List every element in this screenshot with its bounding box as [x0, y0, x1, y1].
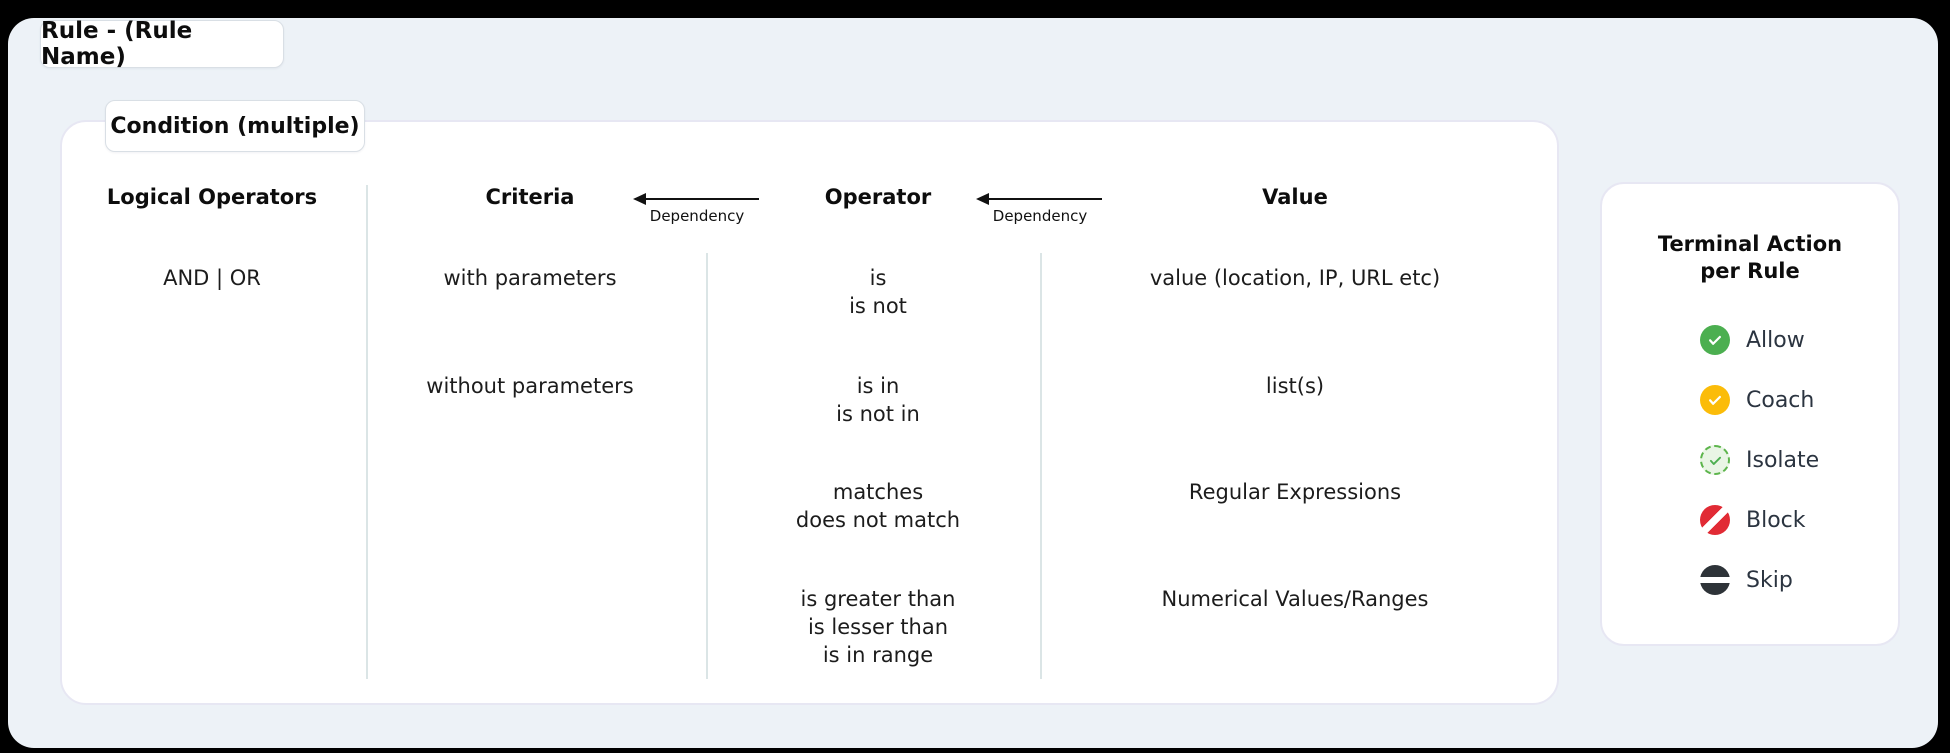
terminal-action-allow: Allow — [1700, 325, 1819, 355]
column-header-logical-operators: Logical Operators — [106, 185, 318, 209]
condition-badge-label: Condition (multiple) — [110, 113, 360, 139]
column-divider — [706, 253, 708, 679]
terminal-action-panel: Terminal Action per Rule Allow Coach Iso… — [1600, 182, 1900, 646]
condition-panel: Logical Operators Criteria Operator Valu… — [60, 120, 1559, 705]
value-item: list(s) — [1265, 374, 1325, 398]
operator-item: matches does not match — [795, 480, 961, 532]
column-divider — [366, 185, 368, 679]
criteria-item: without parameters — [426, 374, 634, 398]
column-header-value: Value — [1262, 185, 1328, 209]
terminal-action-label: Allow — [1746, 327, 1805, 353]
check-circle-amber-icon — [1700, 385, 1730, 415]
left-arrow-icon — [976, 193, 1102, 205]
value-item: Regular Expressions — [1188, 480, 1402, 504]
check-circle-green-icon — [1700, 325, 1730, 355]
value-item: Numerical Values/Ranges — [1161, 587, 1429, 611]
terminal-action-skip: Skip — [1700, 565, 1819, 595]
column-header-operator: Operator — [824, 185, 932, 209]
criteria-item: with parameters — [443, 266, 617, 290]
terminal-action-isolate: Isolate — [1700, 445, 1819, 475]
terminal-action-label: Skip — [1746, 567, 1793, 593]
slash-circle-red-icon — [1700, 505, 1730, 535]
column-divider — [1040, 253, 1042, 679]
diagram-canvas: Rule - (Rule Name) Condition (multiple) … — [8, 18, 1938, 748]
terminal-action-list: Allow Coach Isolate Block Skip — [1700, 325, 1819, 625]
value-item: value (location, IP, URL etc) — [1149, 266, 1441, 290]
rule-title-label: Rule - (Rule Name) — [41, 18, 193, 70]
condition-badge: Condition (multiple) — [105, 100, 365, 152]
logical-operator-item: AND | OR — [163, 266, 261, 290]
terminal-action-title: Terminal Action per Rule — [1657, 232, 1843, 283]
operator-item: is is not — [849, 266, 907, 318]
terminal-action-label: Coach — [1746, 387, 1815, 413]
left-arrow-icon — [633, 193, 759, 205]
check-circle-dashed-green-icon — [1700, 445, 1730, 475]
terminal-action-block: Block — [1700, 505, 1819, 535]
dependency-arrow-operator-to-criteria: Dependency — [633, 193, 759, 225]
terminal-action-coach: Coach — [1700, 385, 1819, 415]
dependency-label: Dependency — [649, 207, 745, 225]
minus-circle-dark-icon — [1700, 565, 1730, 595]
terminal-action-label: Block — [1746, 507, 1806, 533]
rule-title-badge: Rule - (Rule Name) — [40, 18, 284, 70]
dependency-label: Dependency — [992, 207, 1088, 225]
column-header-criteria: Criteria — [485, 185, 575, 209]
operator-item: is greater than is lesser than is in ran… — [800, 587, 956, 667]
terminal-action-label: Isolate — [1746, 447, 1820, 473]
dependency-arrow-value-to-operator: Dependency — [976, 193, 1102, 225]
operator-item: is in is not in — [836, 374, 920, 426]
